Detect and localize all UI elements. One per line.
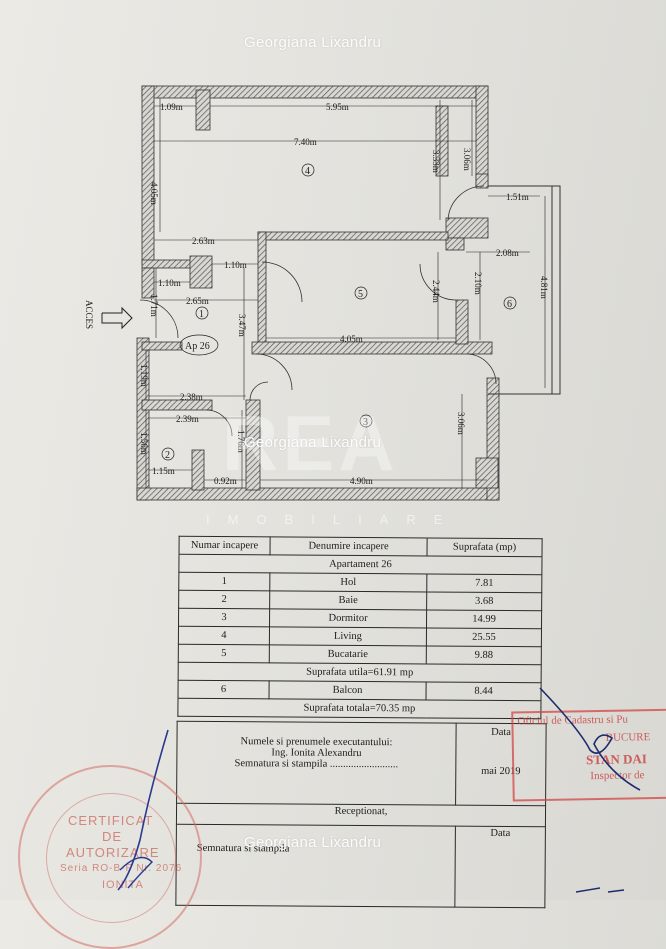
dim-2-38: 2.38m bbox=[180, 392, 203, 402]
dim-5-95: 5.95m bbox=[326, 102, 349, 112]
dim-2-10: 2.10m bbox=[473, 272, 483, 295]
dim-3-33: 3.33m bbox=[431, 150, 441, 173]
header-name: Denumire incapere bbox=[270, 536, 428, 556]
dim-0-92: 0.92m bbox=[214, 476, 237, 486]
watermark-author-top: Georgiana Lixandru bbox=[244, 34, 382, 51]
balcony-outline bbox=[488, 185, 561, 395]
door-swings bbox=[139, 185, 497, 437]
apartment-tag-outline bbox=[179, 334, 219, 356]
cell-nr: 1 bbox=[178, 572, 270, 591]
watermark-brand: IMOBILIARE bbox=[206, 512, 461, 527]
dimension-lines bbox=[145, 98, 546, 488]
header-area: Suprafata (mp) bbox=[427, 537, 543, 557]
dim-1-15: 1.15m bbox=[152, 466, 175, 476]
floor-plan: 1.09m 5.95m 7.40m 1.51m 2.63m 1.10m 2.08… bbox=[84, 85, 561, 501]
stamp-cert-line-2: DE bbox=[102, 829, 123, 844]
dim-1-09: 1.09m bbox=[160, 102, 183, 112]
room-6-label: 6 bbox=[507, 299, 512, 310]
dim-2-08: 2.08m bbox=[496, 248, 519, 258]
header-nr: Numar incapere bbox=[179, 536, 271, 555]
dim-1-51: 1.51m bbox=[506, 192, 529, 202]
dim-2-39: 2.39m bbox=[176, 414, 199, 424]
dim-2-44: 2.44m bbox=[431, 280, 441, 303]
room-1-label: 1 bbox=[199, 309, 204, 320]
cell-area: 3.68 bbox=[426, 591, 542, 611]
dim-4-05h: 4.05m bbox=[340, 334, 363, 344]
dim-2-63: 2.63m bbox=[192, 236, 215, 246]
signature-strokes bbox=[117, 687, 641, 893]
dim-4-90: 4.90m bbox=[350, 476, 373, 486]
cell-area: 7.81 bbox=[426, 573, 542, 593]
access-label: ACCES bbox=[84, 300, 94, 329]
room-markers bbox=[161, 163, 517, 461]
walls bbox=[136, 85, 500, 501]
dim-3-47: 3.47m bbox=[237, 314, 247, 337]
cell-name: Baie bbox=[269, 590, 427, 610]
room-3-label: 3 bbox=[363, 417, 368, 428]
dim-1-10a: 1.10m bbox=[224, 260, 247, 270]
dim-1-10b: 1.10m bbox=[158, 278, 181, 288]
stamp-cert-line-1: CERTIFICAT bbox=[68, 813, 154, 828]
dim-3-06a: 3.06m bbox=[462, 148, 472, 171]
watermark-author-bottom: Georgiana Lixandru bbox=[244, 834, 382, 851]
room-5-label: 5 bbox=[358, 289, 363, 300]
dim-1-76: 1.76m bbox=[236, 430, 246, 453]
cell-name: Dormitor bbox=[269, 608, 427, 628]
dim-2-65: 2.65m bbox=[186, 296, 209, 306]
cell-nr: 2 bbox=[178, 590, 270, 609]
dim-1-71: 1.71m bbox=[149, 294, 159, 317]
dim-4-05v: 4.05m bbox=[149, 182, 159, 205]
cell-name: Hol bbox=[269, 572, 427, 592]
apartment-tag: Ap 26 bbox=[185, 341, 210, 352]
dim-3-06b: 3.06m bbox=[456, 412, 466, 435]
dim-4-81: 4.81m bbox=[539, 276, 549, 299]
dimension-labels: 1.09m 5.95m 7.40m 1.51m 2.63m 1.10m 2.08… bbox=[152, 102, 529, 486]
cell-nr: 3 bbox=[178, 608, 270, 627]
dim-1-56: 1.56m bbox=[139, 432, 149, 455]
room-4-label: 4 bbox=[305, 166, 310, 177]
watermark-brand-big: REA bbox=[222, 399, 399, 487]
dim-1-19: 1.19m bbox=[139, 364, 149, 387]
dimension-labels-vertical: 4.05m 3.33m 3.06m 2.44m 2.10m 4.81m 1.71… bbox=[139, 148, 549, 455]
watermark-author-middle: Georgiana Lixandru bbox=[244, 434, 382, 451]
cell-area: 14.99 bbox=[426, 609, 542, 629]
room-2-label: 2 bbox=[165, 450, 170, 461]
access-arrow-icon bbox=[101, 306, 133, 330]
dim-7-40: 7.40m bbox=[294, 137, 317, 147]
